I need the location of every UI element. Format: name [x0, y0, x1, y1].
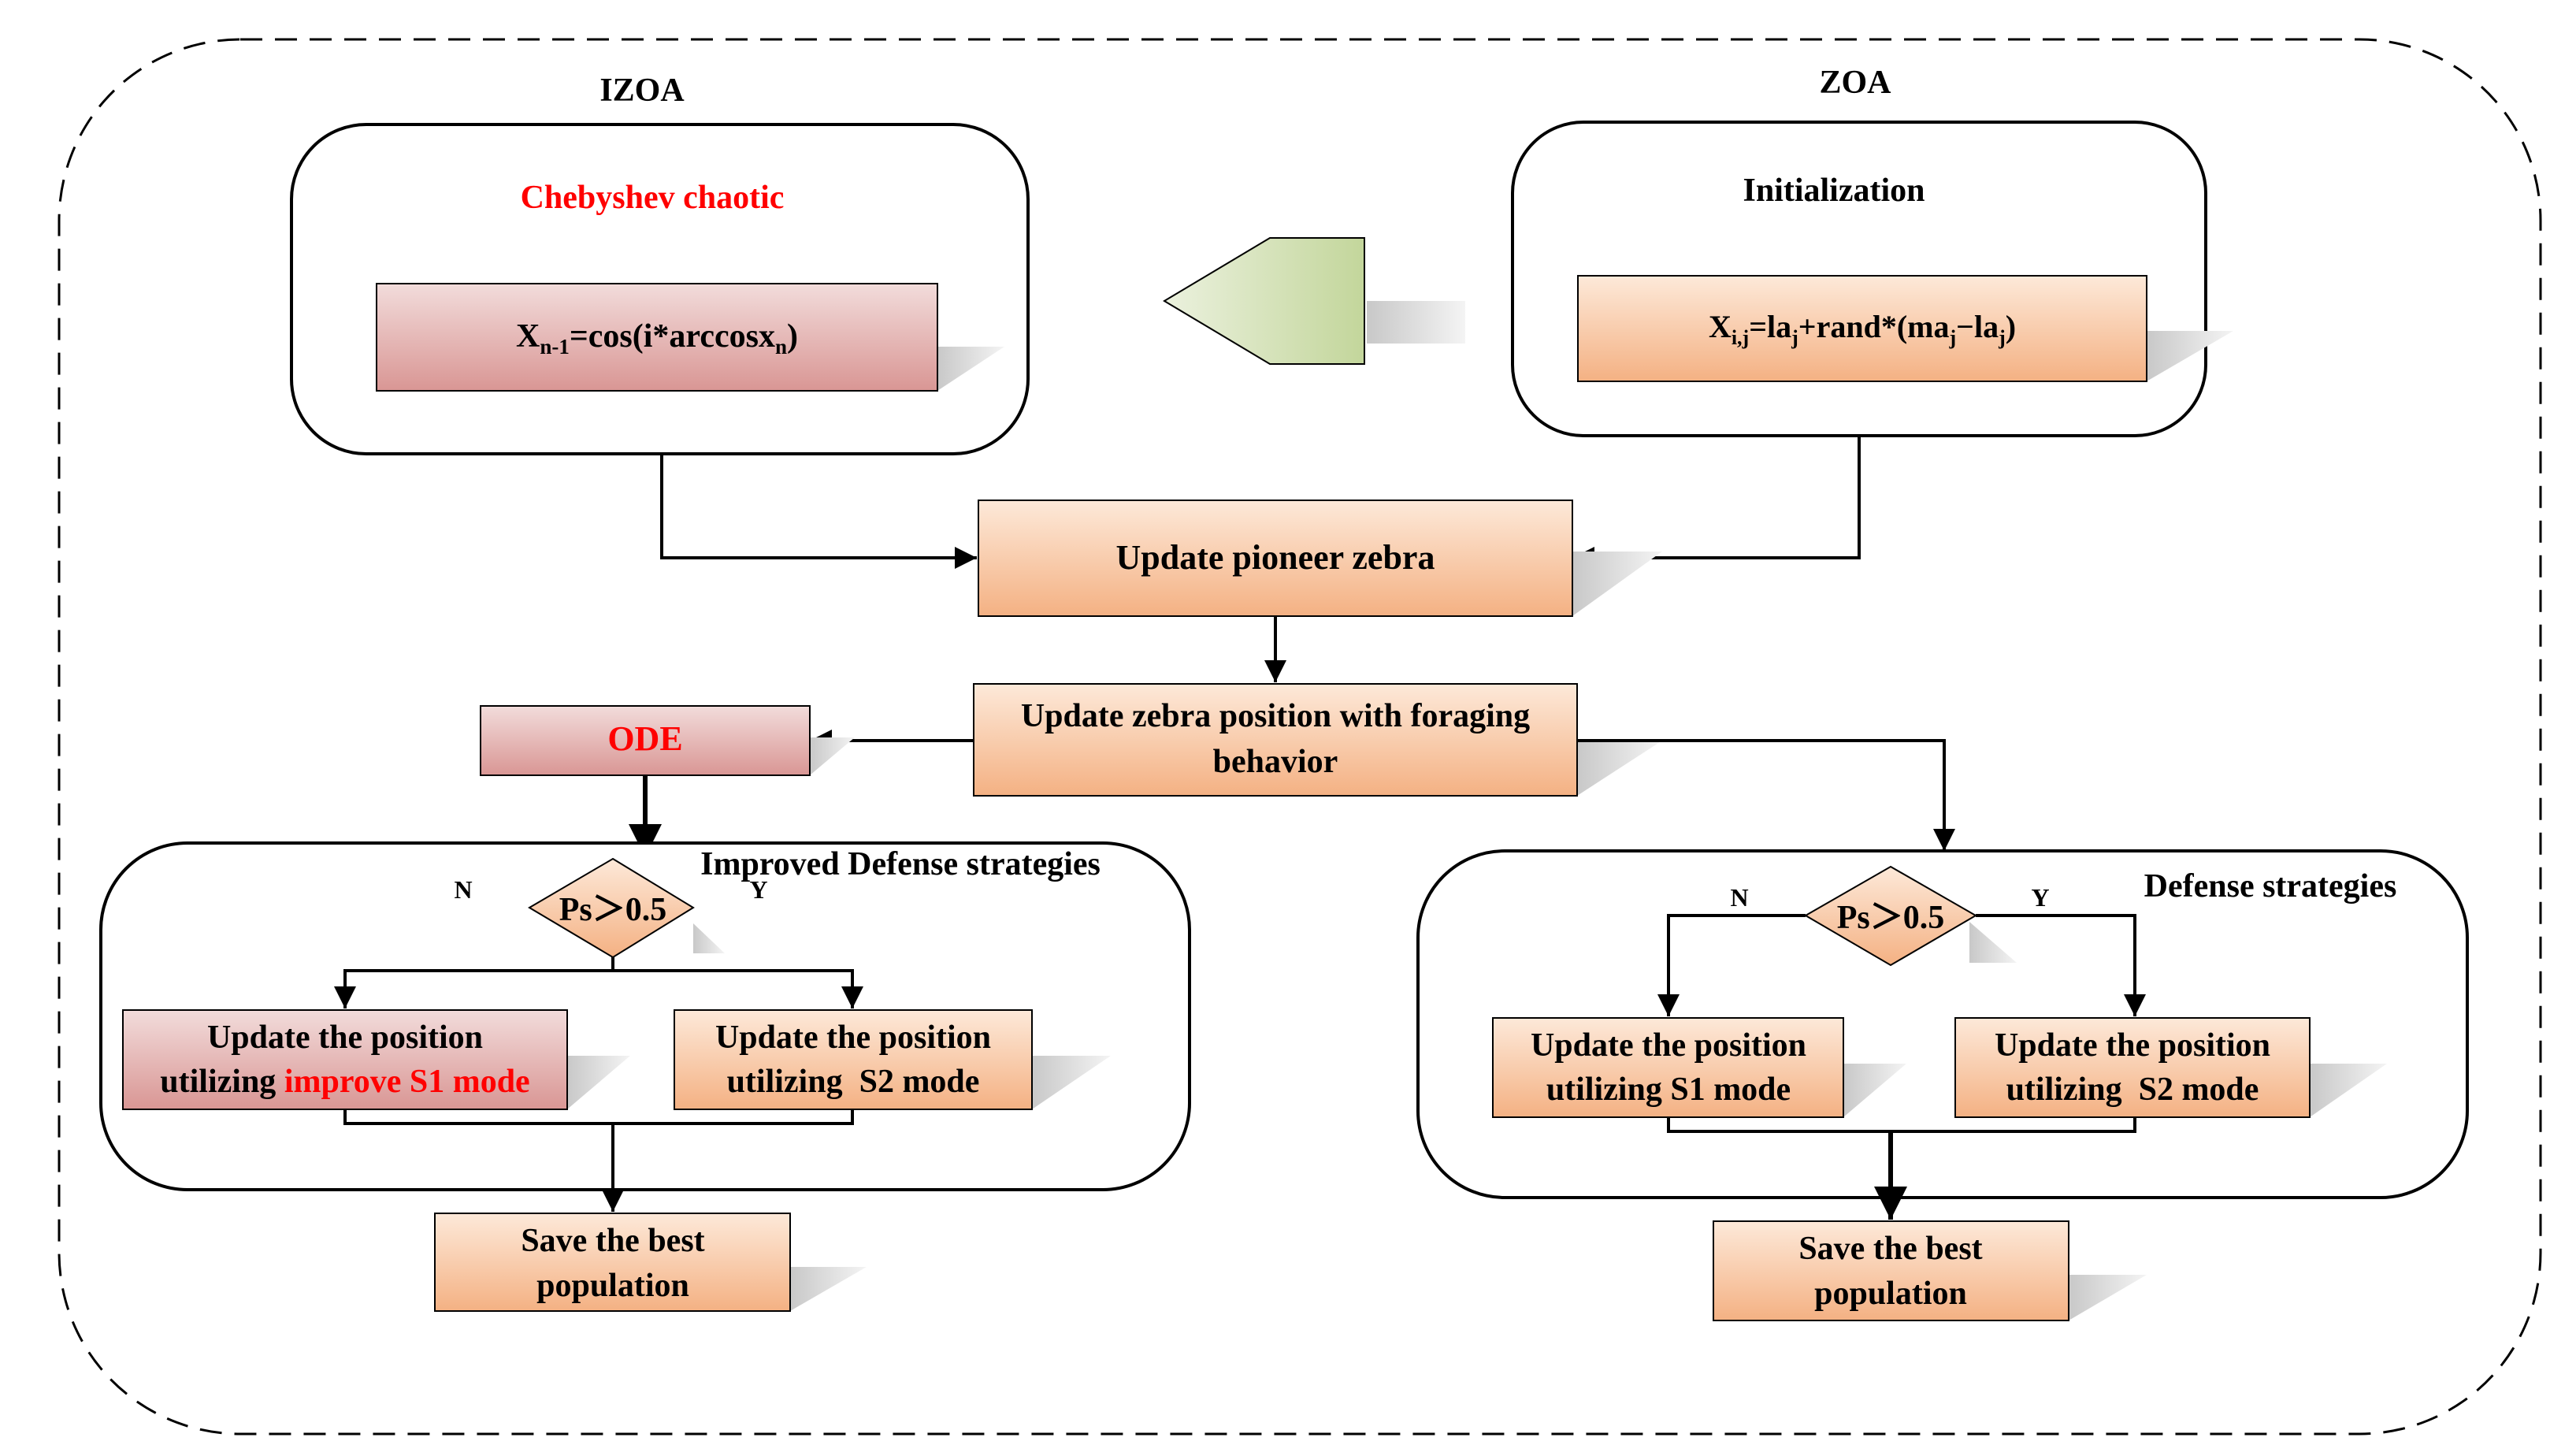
ode-box	[480, 705, 811, 776]
zoa-s2-shadow	[2310, 1064, 2387, 1117]
foraging-label-line1: Update zebra position with foraging	[1021, 698, 1530, 734]
zoa-branch-y: Y	[2031, 883, 2049, 912]
initialization-label: Initialization	[1743, 173, 1925, 209]
zoa-decision-label: Ps＞0.5	[1837, 900, 1945, 936]
outer-dashed-border	[58, 38, 2542, 1436]
foraging-box	[973, 683, 1578, 797]
pioneer-label: Update pioneer zebra	[1116, 538, 1435, 577]
ode-shadow	[810, 737, 855, 775]
izoa-decision-label: Ps＞0.5	[559, 892, 667, 928]
izoa-branch-y: Y	[749, 875, 767, 904]
chebyshev-label: Chebyshev chaotic	[521, 180, 785, 216]
zoa-save-line1: Save the best	[1798, 1231, 1982, 1267]
improved-defense-title: Improved Defense strategies	[700, 846, 1101, 882]
izoa-merge-lines	[343, 1109, 854, 1125]
izoa-save-shadow	[790, 1267, 867, 1311]
foraging-label-line2: behavior	[1213, 744, 1338, 780]
izoa-s2-box	[674, 1009, 1033, 1110]
pioneer-shadow	[1572, 552, 1662, 616]
chebyshev-formula: Xn-1=cos(i*arccosxn)	[516, 318, 798, 358]
foraging-shadow	[1577, 741, 1662, 796]
izoa-decision-shadow	[693, 923, 725, 953]
zoa-s1-line2: utilizing S1 mode	[1546, 1072, 1791, 1108]
izoa-branch-n: N	[454, 875, 472, 904]
green-arrow-shadow	[1367, 301, 1465, 344]
izoa-s1-line1: Update the position	[207, 1020, 483, 1056]
izoa-s1-box	[122, 1009, 568, 1110]
zoa-s1-line1: Update the position	[1531, 1027, 1806, 1064]
izoa-s2-line2: utilizing S2 mode	[727, 1064, 980, 1100]
defense-title: Defense strategies	[2144, 868, 2397, 904]
zoa-decision-diamond	[1804, 865, 1977, 967]
izoa-save-line1: Save the best	[521, 1223, 704, 1259]
izoa-s2-line1: Update the position	[715, 1020, 991, 1056]
zoa-branch-y-line	[1976, 914, 2146, 1016]
pioneer-box	[978, 500, 1573, 617]
zoa-save-line2: population	[1814, 1276, 1967, 1312]
izoa-to-pioneer-line	[660, 454, 977, 569]
zoa-decision-shadow	[1969, 922, 2017, 963]
chebyshev-formula-box	[376, 283, 938, 392]
zoa-merge-lines	[1667, 1117, 2136, 1133]
izoa-s2-shadow	[1032, 1056, 1111, 1109]
zoa-s2-line2: utilizing S2 mode	[2006, 1072, 2259, 1108]
zoa-s1-shadow	[1843, 1064, 1906, 1117]
izoa-s1-shadow	[567, 1056, 630, 1109]
initialization-formula: Xi,j=laj+rand*(maj−laj)	[1709, 309, 2016, 349]
zoa-to-pioneer-line	[1572, 436, 1861, 569]
zoa-title: ZOA	[1819, 65, 1891, 101]
green-arrow-icon	[1163, 237, 1365, 365]
ode-label: ODE	[607, 719, 682, 758]
chebyshev-formula-shadow	[937, 347, 1004, 391]
initialization-formula-box	[1577, 275, 2147, 382]
izoa-save-line2: population	[536, 1268, 689, 1304]
zoa-branch-n: N	[1730, 883, 1748, 912]
zoa-save-shadow	[2069, 1275, 2147, 1320]
izoa-save-box	[434, 1213, 791, 1312]
izoa-title: IZOA	[599, 72, 685, 109]
foraging-to-zoa-defense-line	[1577, 739, 1955, 851]
initialization-formula-shadow	[2147, 331, 2233, 381]
zoa-save-box	[1713, 1220, 2069, 1321]
zoa-s1-box	[1492, 1017, 1844, 1118]
zoa-branch-n-line	[1657, 914, 1806, 1016]
zoa-s2-box	[1954, 1017, 2311, 1118]
zoa-s2-line1: Update the position	[1995, 1027, 2270, 1064]
izoa-s1-line2: utilizing improve S1 mode	[160, 1064, 529, 1100]
